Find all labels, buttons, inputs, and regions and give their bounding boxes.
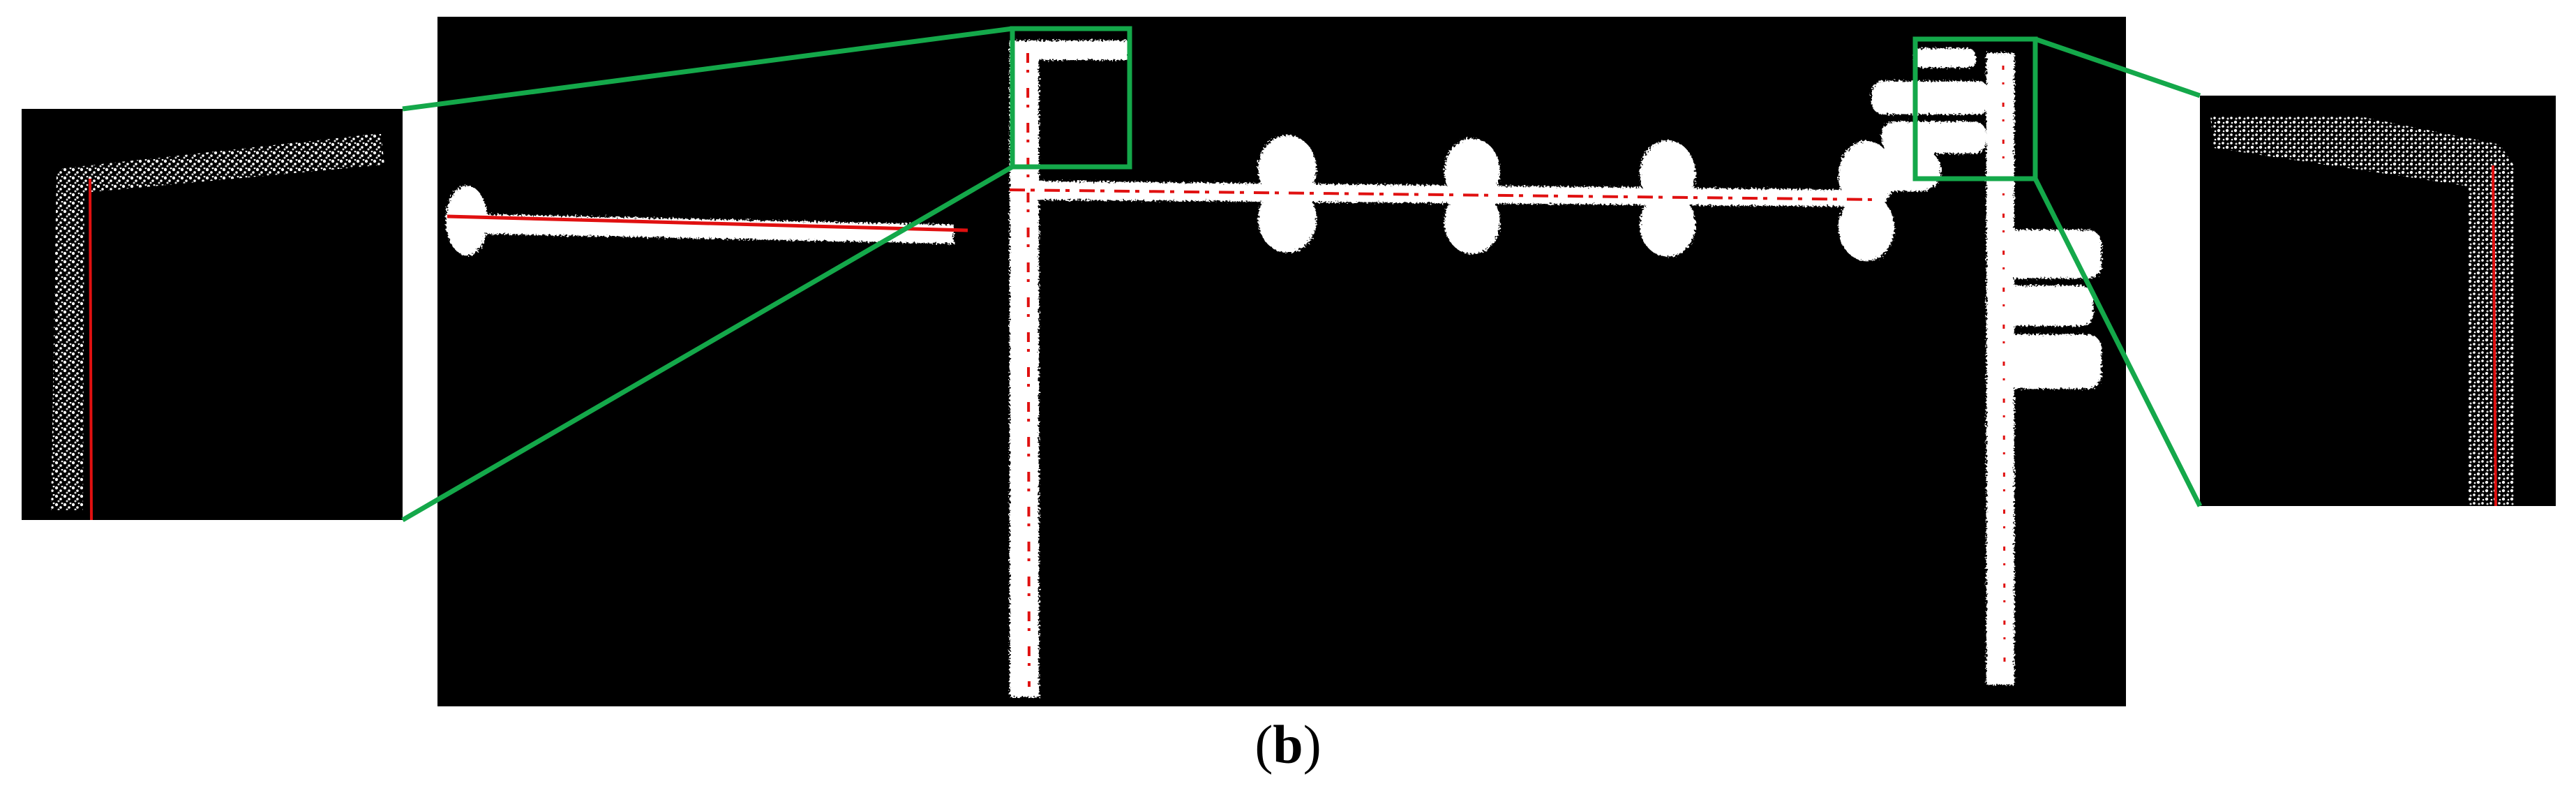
pillar [1839, 194, 1894, 261]
caption-letter: b [1273, 714, 1303, 775]
red-line-inset-left [89, 178, 93, 520]
pillar [1258, 135, 1317, 202]
red-line-center [1009, 188, 1875, 201]
left-vertical-wall [1010, 45, 1039, 697]
pillar [1640, 193, 1695, 257]
point-cloud-walls [446, 40, 2102, 697]
red-line-inset-right [2492, 165, 2497, 506]
extracted-lines [447, 52, 2006, 688]
right-fin [1990, 334, 2102, 389]
zoom-inset-right-graphic [2210, 117, 2514, 506]
point-cloud-main-graphic [446, 40, 2102, 697]
pillar [1640, 140, 1695, 207]
caption-paren-open: ( [1255, 714, 1273, 775]
zoom-inset-right [2200, 96, 2556, 506]
pillar [1444, 190, 1500, 254]
right-top-bracket [1913, 48, 1976, 68]
right-fin [1990, 285, 2093, 326]
figure-caption: (b) [0, 718, 2576, 772]
corner-points [2210, 117, 2514, 506]
right-block [1882, 121, 1986, 154]
pillar [1444, 138, 1500, 205]
right-block [1864, 149, 1941, 191]
right-block [1871, 81, 1990, 114]
corner-points [51, 133, 384, 510]
right-fin [1990, 230, 2102, 278]
point-cloud-main-view [437, 17, 2126, 706]
zoom-inset-left-graphic [51, 133, 384, 520]
zoom-inset-left [22, 109, 403, 520]
caption-paren-close: ) [1303, 714, 1321, 775]
left-end-blob [446, 186, 488, 255]
pillar [1258, 186, 1317, 253]
